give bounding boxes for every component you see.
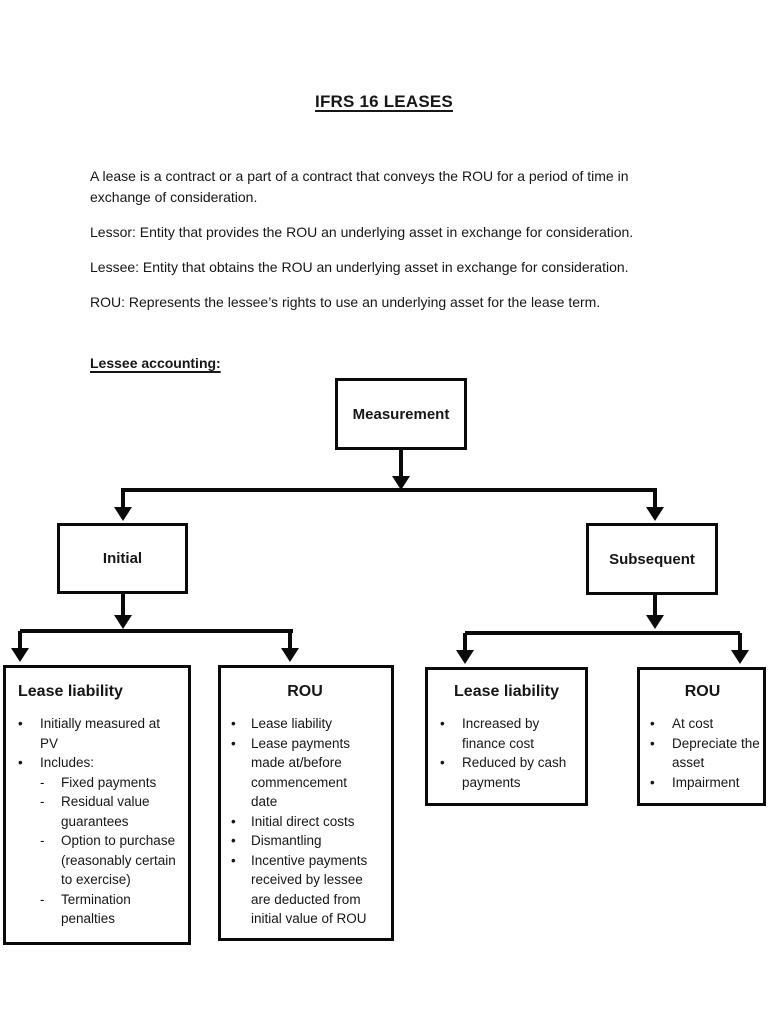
list-item: • Lease liability — [231, 714, 379, 734]
list-item: • At cost — [650, 714, 755, 734]
node-subsequent-rou: ROU • At cost • Depreciate the asset • I… — [637, 667, 766, 806]
list-item-text: Initial direct costs — [251, 813, 355, 829]
list-subitem: - Termination penalties — [40, 890, 176, 929]
page-title: IFRS 16 LEASES — [315, 92, 453, 111]
document-text-block: IFRS 16 LEASES A lease is a contract or … — [90, 92, 678, 371]
list-item: • Lease payments made at/before commence… — [231, 734, 379, 812]
list-item-text: At cost — [672, 716, 714, 731]
list-subitem: - Fixed payments — [40, 773, 176, 793]
section-heading-lessee-accounting: Lessee accounting: — [90, 355, 221, 371]
list-item-text: Includes: — [40, 755, 95, 770]
node-initial-rou: ROU • Lease liability • Lease payments m… — [218, 665, 394, 941]
node-measurement-label: Measurement — [352, 405, 450, 423]
bullet-marker: • — [231, 716, 236, 731]
dash-marker: - — [40, 833, 45, 848]
list-item: • Initially measured at PV — [18, 714, 176, 753]
intro-paragraph-lease-definition: A lease is a contract or a part of a con… — [90, 168, 629, 205]
list-item: • Incentive payments received by lessee … — [231, 851, 379, 929]
list-item-text: Impairment — [672, 774, 740, 790]
node-initial-lease-liability: Lease liability • Initially measured at … — [3, 665, 191, 945]
list-item-text: Lease payments made at/before commenceme… — [251, 735, 351, 810]
node-title: ROU — [287, 683, 323, 700]
list-item: • Includes: — [18, 753, 176, 773]
bullet-marker: • — [18, 755, 23, 770]
dash-marker: - — [40, 891, 45, 907]
list-item: • Initial direct costs — [231, 812, 379, 832]
node-subsequent-label: Subsequent — [609, 550, 695, 568]
list-item-text: Initially measured at PV — [40, 716, 161, 751]
list-item-text: Lease liability — [251, 716, 333, 731]
bullet-marker: • — [18, 716, 23, 731]
bullet-marker: • — [440, 755, 445, 770]
bullet-marker: • — [231, 813, 236, 829]
list-item-text: Fixed payments — [61, 774, 157, 790]
node-subsequent-lease-liability: Lease liability • Increased by finance c… — [425, 667, 588, 806]
list-item: • Depreciate the asset — [650, 734, 760, 773]
node-title: Lease liability — [454, 683, 559, 700]
list-item: • Increased by finance cost — [440, 714, 573, 753]
node-initial: Initial — [57, 523, 188, 594]
node-measurement: Measurement — [335, 378, 467, 450]
list-item-text: Increased by finance cost — [462, 716, 540, 751]
list-item-text: Dismantling — [251, 833, 322, 848]
node-title: ROU — [684, 683, 721, 700]
bullet-marker: • — [650, 716, 655, 731]
list-item-text: Option to purchase (reasonably certain t… — [61, 833, 176, 887]
node-subsequent: Subsequent — [586, 523, 718, 595]
list-item-text: Reduced by cash payments — [462, 755, 567, 790]
list-item: • Reduced by cash payments — [440, 753, 573, 792]
bullet-marker: • — [231, 833, 236, 848]
list-item-text: Depreciate the asset — [672, 735, 760, 771]
node-initial-label: Initial — [102, 550, 143, 567]
intro-paragraph-rou: ROU: Represents the lessee’s rights to u… — [90, 294, 601, 310]
list-item-text: Residual value guarantees — [61, 794, 150, 829]
intro-paragraph-lessor: Lessor: Entity that provides the ROU an … — [90, 224, 634, 240]
bullet-marker: • — [650, 774, 655, 790]
list-item-text: Termination penalties — [61, 891, 131, 927]
dash-marker: - — [40, 774, 45, 790]
node-title: Lease liability — [18, 683, 123, 700]
list-subitem: - Option to purchase (reasonably certain… — [40, 831, 176, 890]
dash-marker: - — [40, 794, 45, 809]
list-subitem: - Residual value guarantees — [40, 792, 176, 831]
bullet-marker: • — [650, 735, 655, 751]
bullet-marker: • — [231, 852, 236, 868]
intro-paragraph-lessee: Lessee: Entity that obtains the ROU an u… — [90, 259, 629, 275]
list-item: • Dismantling — [231, 831, 379, 851]
list-item: • Impairment — [650, 773, 755, 793]
bullet-marker: • — [440, 716, 445, 731]
bullet-marker: • — [231, 735, 236, 751]
list-item-text: Incentive payments received by lessee ar… — [251, 852, 368, 927]
